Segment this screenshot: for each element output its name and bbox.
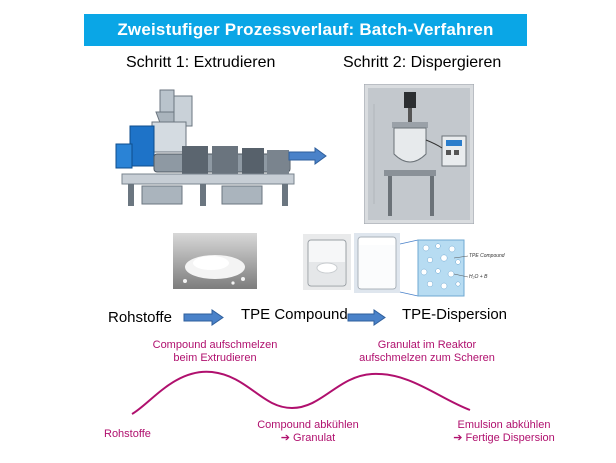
beaker-compound-image [303, 234, 351, 290]
curve-label-valley1-line1: Compound abkühlen [257, 419, 359, 431]
granulate-image [173, 233, 257, 289]
curve-label-peak2-line2: aufschmelzen zum Scheren [359, 352, 495, 364]
step2-heading: Schritt 2: Dispergieren [343, 54, 502, 71]
beaker-dispersion-image [354, 233, 400, 293]
curve-label-valley1-line2: ➔ Granulat [280, 432, 336, 444]
arrow-rohstoffe-to-compound [183, 309, 224, 326]
curve-label-peak2-line1: Granulat im Reaktor [377, 339, 477, 351]
micrograph-diagram [399, 239, 469, 297]
curve-label-peak1: Compound aufschmelzen beim Extrudieren [145, 339, 285, 365]
micrograph-label-compound: TPE Compound [469, 253, 505, 259]
curve-label-valley1: Compound abkühlen ➔ Granulat [246, 419, 370, 445]
flow-label-compound: TPE Compound [241, 306, 348, 323]
arrow-step1-to-step2 [288, 147, 327, 165]
micrograph-label-water: H₂O + B [469, 274, 488, 280]
title-text: Zweistufiger Prozessverlauf: Batch-Verfa… [117, 20, 494, 39]
curve-label-end-line2: ➔ Fertige Dispersion [453, 432, 555, 444]
extruder-image [112, 82, 302, 214]
curve-label-start: Rohstoffe [104, 428, 151, 440]
curve-label-peak2: Granulat im Reaktor aufschmelzen zum Sch… [352, 339, 502, 365]
step1-heading: Schritt 1: Extrudieren [126, 54, 276, 71]
flow-label-dispersion: TPE-Dispersion [402, 306, 508, 323]
curve-label-peak1-line1: Compound aufschmelzen [152, 339, 278, 351]
curve-label-end-line1: Emulsion abkühlen [457, 419, 551, 431]
flow-label-rohstoffe: Rohstoffe [108, 309, 172, 326]
reactor-image [364, 84, 474, 224]
arrow-compound-to-dispersion [347, 309, 386, 326]
curve-label-peak1-line2: beim Extrudieren [173, 352, 257, 364]
title-banner: Zweistufiger Prozessverlauf: Batch-Verfa… [84, 14, 527, 46]
curve-label-end: Emulsion abkühlen ➔ Fertige Dispersion [444, 419, 564, 445]
